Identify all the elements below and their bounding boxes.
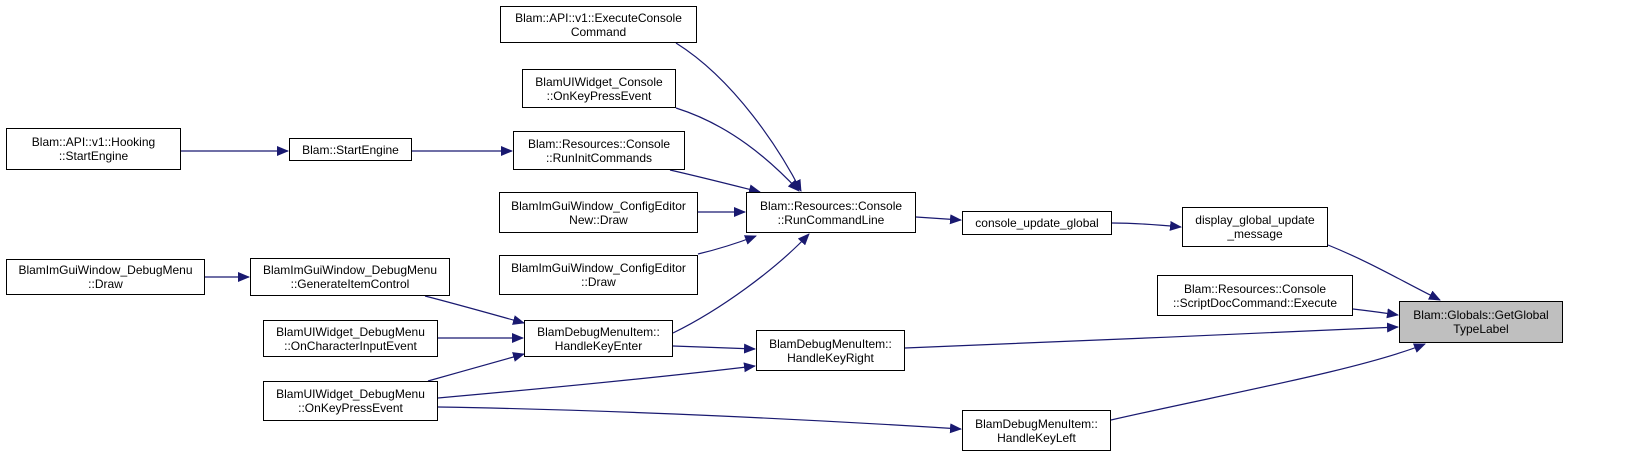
edge-run-init-to-run-command-line (669, 169, 761, 195)
node-label-line1: BlamDebugMenuItem:: (537, 324, 660, 339)
node-label-line2: ::OnCharacterInputEvent (284, 338, 417, 353)
node-label-line1: BlamImGuiWindow_ConfigEditor (511, 198, 686, 213)
node-label-line1: Blam::API::v1::Hooking (31, 135, 156, 149)
node-label-line1: BlamImGuiWindow_DebugMenu (262, 263, 438, 277)
node-console-update-global[interactable]: console_update_global (962, 211, 1112, 235)
edge-key-enter-to-run-command-line (672, 233, 810, 334)
node-debugmenu-generate-item-control[interactable]: BlamImGuiWindow_DebugMenu ::GenerateItem… (250, 258, 450, 296)
node-label-line1: Blam::Resources::Console (1183, 281, 1327, 296)
node-debugmenu-draw[interactable]: BlamImGuiWindow_DebugMenu ::Draw (6, 259, 205, 295)
node-label-line1: BlamImGuiWindow_ConfigEditor (511, 261, 686, 275)
node-label-line1: Blam::Globals::GetGlobal (1413, 308, 1549, 322)
node-label-line2: _message (1227, 227, 1283, 241)
node-label-line1: BlamDebugMenuItem:: (769, 336, 892, 351)
edge-keypress-to-key-left (437, 406, 962, 434)
node-label-line1: Blam::Resources::Console (759, 198, 903, 213)
node-handle-key-left[interactable]: BlamDebugMenuItem:: HandleKeyLeft (962, 410, 1111, 451)
edge-display-global-to-get-label (1327, 244, 1441, 301)
node-run-command-line[interactable]: Blam::Resources::Console ::RunCommandLin… (746, 192, 916, 233)
edge-keypress-to-key-right (437, 362, 756, 399)
node-label-line2: ::OnKeyPressEvent (298, 401, 403, 415)
edge-generate-item-to-key-enter (424, 295, 525, 325)
node-config-editor-draw[interactable]: BlamImGuiWindow_ConfigEditor ::Draw (499, 255, 698, 295)
node-label-line2: HandleKeyEnter (554, 338, 643, 353)
node-label-line1: BlamUIWidget_Console (535, 74, 663, 89)
node-label-line2: HandleKeyRight (787, 350, 874, 365)
edge-key-left-to-get-label (1110, 343, 1426, 421)
node-label-line2: Command (570, 24, 627, 39)
node-label-line1: BlamDebugMenuItem:: (975, 416, 1098, 431)
node-start-engine[interactable]: Blam::StartEngine (289, 138, 412, 161)
edge-key-enter-to-key-right (672, 343, 756, 354)
node-execute-console-command[interactable]: Blam::API::v1::ExecuteConsole Command (500, 6, 697, 43)
node-get-global-type-label: Blam::Globals::GetGlobal TypeLabel (1399, 301, 1563, 343)
node-config-editor-new-draw[interactable]: BlamImGuiWindow_ConfigEditor New::Draw (499, 192, 698, 233)
edge-console-update-to-display-global (1111, 220, 1182, 231)
node-label-line1: BlamUIWidget_DebugMenu (276, 387, 425, 401)
edge-uiwidget-console-to-run-command-line (675, 107, 800, 192)
node-label-line2: ::OnKeyPressEvent (546, 88, 652, 103)
node-script-doc-command-execute[interactable]: Blam::Resources::Console ::ScriptDocComm… (1157, 275, 1353, 316)
node-hooking-start-engine[interactable]: Blam::API::v1::Hooking ::StartEngine (6, 128, 181, 170)
node-label-line2: ::ScriptDocCommand::Execute (1172, 295, 1338, 310)
node-label-line2: New::Draw (569, 212, 628, 227)
edge-keypress-to-key-enter (427, 352, 525, 382)
edge-script-doc-to-get-label (1352, 308, 1399, 319)
edge-exec-console-to-run-command-line (675, 42, 802, 192)
node-label-line1: Blam::API::v1::ExecuteConsole (515, 10, 682, 25)
node-uiwidget-debugmenu-keypress[interactable]: BlamUIWidget_DebugMenu ::OnKeyPressEvent (263, 381, 438, 421)
node-run-init-commands[interactable]: Blam::Resources::Console ::RunInitComman… (513, 131, 685, 170)
node-handle-key-enter[interactable]: BlamDebugMenuItem:: HandleKeyEnter (524, 320, 673, 357)
edge-key-right-to-get-label (904, 322, 1399, 349)
node-label-line2: ::RunInitCommands (545, 150, 653, 165)
node-uiwidget-console-keypress[interactable]: BlamUIWidget_Console ::OnKeyPressEvent (522, 69, 676, 108)
edge-run-command-line-to-console-update (915, 214, 962, 225)
edge-config-editor-to-run-command-line (697, 235, 757, 255)
node-label-line1: Blam::StartEngine (302, 142, 399, 157)
node-label-line1: BlamImGuiWindow_DebugMenu (18, 263, 193, 277)
node-label-line1: BlamUIWidget_DebugMenu (276, 324, 425, 339)
node-label-line1: Blam::Resources::Console (527, 136, 671, 151)
node-label-line1: console_update_global (975, 216, 1099, 230)
node-label-line2: ::RunCommandLine (777, 212, 885, 227)
node-display-global-update-message[interactable]: display_global_update _message (1182, 207, 1328, 247)
node-label-line2: ::StartEngine (58, 149, 129, 163)
node-label-line1: display_global_update (1195, 213, 1315, 227)
node-label-line2: ::Draw (581, 275, 616, 289)
node-uiwidget-debugmenu-charinput[interactable]: BlamUIWidget_DebugMenu ::OnCharacterInpu… (263, 320, 438, 357)
node-label-line2: TypeLabel (1453, 322, 1509, 336)
node-handle-key-right[interactable]: BlamDebugMenuItem:: HandleKeyRight (756, 330, 905, 371)
node-label-line2: ::GenerateItemControl (290, 277, 410, 291)
node-label-line2: HandleKeyLeft (997, 430, 1076, 445)
node-label-line2: ::Draw (88, 277, 123, 291)
